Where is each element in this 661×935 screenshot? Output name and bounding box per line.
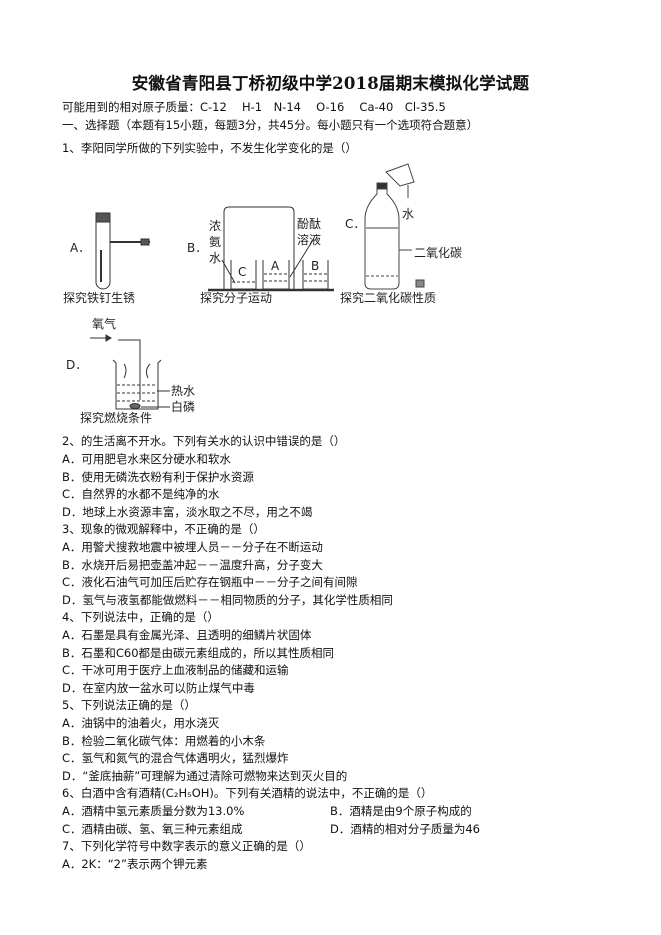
question-4-option-c: C．干冰可用于医疗上血液制品的储藏和运输 bbox=[62, 663, 289, 677]
question-6-stem: 6、白酒中含有酒精(C₂H₅OH)。下列有关酒精的说法中，不正确的是（） bbox=[62, 786, 433, 800]
figure-b-ammonia-label-3: 水 bbox=[209, 251, 221, 265]
beaker-d-icon bbox=[112, 359, 162, 410]
question-3-option-a: A．用警犬搜救地震中被埋人员－－分子在不断运动 bbox=[62, 540, 323, 554]
white-phosphorus-icon bbox=[129, 403, 141, 409]
figure-b-phenolphthalein-label-2: 溶液 bbox=[297, 232, 321, 247]
figure-b-caption: 探究分子运动 bbox=[200, 290, 272, 305]
question-6-option-b: B．酒精是由9个原子构成的 bbox=[330, 804, 472, 818]
figure-d-letter: D． bbox=[66, 358, 87, 372]
beaker-b-icon bbox=[302, 260, 329, 290]
figure-c-co2-label: 二氧化碳 bbox=[414, 246, 462, 260]
question-3-option-d: D．氢气与液氢都能做燃料－－相同物质的分子，其化学性质相同 bbox=[62, 593, 393, 607]
figure-b-ammonia-label-2: 氨 bbox=[209, 235, 221, 249]
figure-c-caption: 探究二氧化碳性质 bbox=[340, 290, 436, 305]
beaker-c-icon bbox=[230, 260, 257, 290]
question-2-stem: 2、的生活离不开水。下列有关水的认识中错误的是（） bbox=[62, 434, 346, 448]
plastic-bottle-icon bbox=[364, 185, 400, 290]
question-4-stem: 4、下列说法中，正确的是（） bbox=[62, 610, 219, 624]
question-2-option-b: B．使用无磷洗衣粉有利于保护水资源 bbox=[62, 470, 254, 484]
question-7-option-a: A．2K：“2”表示两个钾元素 bbox=[62, 857, 208, 871]
figure-d-hot-water-label: 热水 bbox=[171, 384, 195, 398]
stopper-icon bbox=[95, 212, 111, 223]
figure-a-iron-nail-rust bbox=[95, 212, 150, 290]
question-5-stem: 5、下列说法正确的是（） bbox=[62, 698, 196, 712]
question-4-option-a: A．石墨是具有金属光泽、且透明的细鳞片状固体 bbox=[62, 628, 312, 642]
question-3-option-b: B．水烧开后易把壶盖冲起－－温度升高，分子变大 bbox=[62, 558, 323, 572]
oxygen-tube-icon bbox=[118, 339, 141, 400]
beaker-a-label: A bbox=[271, 259, 280, 273]
question-5-option-b: B．检验二氧化碳气体：用燃着的小木条 bbox=[62, 734, 266, 748]
figure-c-letter: C． bbox=[345, 217, 365, 231]
page-title: 安徽省青阳县丁桥初级中学2018届期末模拟化学试题 bbox=[131, 74, 530, 93]
figure-a-letter: A． bbox=[70, 241, 90, 255]
figure-d-caption: 探究燃烧条件 bbox=[80, 410, 152, 425]
beaker-b-label: B bbox=[311, 259, 319, 273]
question-2-option-c: C．自然界的水都不是纯净的水 bbox=[62, 487, 220, 501]
figure-d-phosphorus-label: 白磷 bbox=[171, 399, 195, 414]
figure-b-ammonia-label-1: 浓 bbox=[209, 219, 221, 233]
question-5-option-a: A．油锅中的油着火，用水浇灭 bbox=[62, 716, 220, 730]
figure-a-caption: 探究铁钉生锈 bbox=[63, 290, 135, 305]
question-3-stem: 3、现象的微观解释中，不正确的是（） bbox=[62, 522, 265, 536]
figure-b-phenolphthalein-label-1: 酚酞 bbox=[297, 216, 321, 231]
question-2-option-a: A．可用肥皂水来区分硬水和软水 bbox=[62, 452, 231, 466]
question-1-stem: 1、李阳同学所做的下列实验中，不发生化学变化的是（） bbox=[62, 141, 357, 155]
beaker-c-label: C bbox=[238, 265, 246, 279]
question-7-stem: 7、下列化学符号中数字表示的意义正确的是（） bbox=[62, 839, 311, 853]
section-header: 一、选择题（本题有15小题，每题3分，共45分。每小题只有一个选项符合题意） bbox=[62, 118, 479, 132]
question-5-option-d: D．“釜底抽薪”可理解为通过清除可燃物来达到灭火目的 bbox=[62, 769, 348, 783]
question-3-option-c: C．液化石油气可加压后贮存在钢瓶中－－分子之间有间隙 bbox=[62, 575, 358, 589]
figure-c-co2-properties bbox=[364, 163, 425, 290]
figure-d-combustion bbox=[90, 334, 170, 410]
question-6-option-c: C．酒精由碳、氢、氧三种元素组成 bbox=[62, 822, 243, 836]
beaker-pouring-icon bbox=[385, 163, 415, 187]
question-4-option-d: D．在室内放一盆水可以防止煤气中毒 bbox=[62, 681, 255, 695]
test-tube-icon bbox=[95, 222, 111, 290]
question-6-option-a: A．酒精中氢元素质量分数为13.0% bbox=[62, 804, 245, 818]
atomic-masses: 可能用到的相对原子质量：C-12 H-1 N-14 O-16 Ca-40 Cl-… bbox=[62, 100, 446, 114]
figure-b-letter: B． bbox=[187, 241, 207, 255]
figure-c-water-label: 水 bbox=[402, 207, 414, 221]
question-4-option-b: B．石墨和C60都是由碳元素组成的，所以其性质相同 bbox=[62, 646, 335, 660]
bottle-cap-icon bbox=[415, 279, 425, 288]
question-6-option-d: D．酒精的相对分子质量为46 bbox=[330, 822, 480, 836]
beaker-a-icon bbox=[262, 260, 290, 290]
question-5-option-c: C．氢气和氮气的混合气体遇明火，猛烈爆炸 bbox=[62, 751, 289, 765]
figure-d-oxygen-label: 氧气 bbox=[92, 316, 116, 331]
question-2-option-d: D．地球上水资源丰富，淡水取之不尽，用之不竭 bbox=[62, 505, 313, 519]
figure-b-molecule-motion bbox=[208, 206, 334, 292]
bell-jar-icon bbox=[223, 206, 295, 289]
